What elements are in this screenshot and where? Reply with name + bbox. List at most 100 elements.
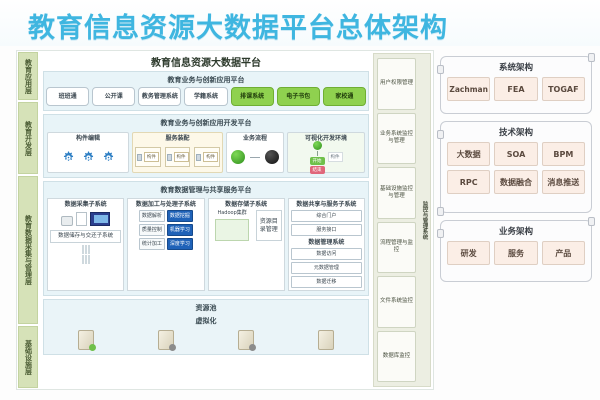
- arch-item-fea[interactable]: FEA: [494, 77, 538, 101]
- monitor-item-business-system[interactable]: 业务系统监控与管理: [377, 112, 416, 164]
- app-chip[interactable]: 学籍系统: [184, 87, 228, 106]
- data-subsystem-row: 数据采集子系统 数据储存与交还子系统: [46, 197, 366, 292]
- panel-business-flow[interactable]: 业务流程: [226, 132, 284, 173]
- app-chip[interactable]: 教务管理系统: [138, 87, 182, 106]
- arch-item-product[interactable]: 产品: [541, 241, 585, 265]
- assembly-unit-label: 构件: [143, 152, 159, 162]
- assembly-unit: 构件: [135, 147, 161, 167]
- card-system-architecture[interactable]: 系统架构 Zachman FEA TOGAF: [437, 53, 595, 114]
- arch-item-togaf[interactable]: TOGAF: [541, 77, 585, 101]
- flow-connector-icon: [250, 156, 260, 158]
- arch-item-zachman[interactable]: Zachman: [447, 77, 491, 101]
- arch-item-message-push[interactable]: 消息推送: [541, 170, 585, 194]
- arch-item-bigdata[interactable]: 大数据: [447, 142, 491, 166]
- clip-icon: [437, 65, 444, 74]
- app-chip[interactable]: 班班通: [46, 87, 90, 106]
- subsystem-title: 数据存储子系统: [225, 201, 268, 208]
- subsystem-storage[interactable]: 数据存储子系统 Hadoop集群 资源目录管理: [207, 198, 285, 291]
- panel-service-assembly[interactable]: 服务装配 构件 构件 构件: [132, 132, 223, 173]
- panel-title: 构件编辑: [75, 135, 100, 142]
- page-title: 教育信息资源大数据平台总体架构: [28, 13, 448, 44]
- clip-icon: [437, 229, 444, 238]
- manage-item: 元数据管理: [290, 262, 362, 274]
- virtualization-label: 虚拟化: [195, 317, 217, 325]
- visual-env-graphic: 开始 结束 构件: [290, 140, 362, 174]
- app-chip[interactable]: 电子书包: [276, 87, 320, 106]
- monitor-item-infrastructure[interactable]: 基础设施监控与管理: [377, 167, 416, 219]
- title-bar: 教育信息资源大数据平台总体架构: [0, 0, 600, 46]
- storage-side-label: 资源目录管理: [255, 210, 282, 241]
- layer-application: 教育应用层: [18, 52, 38, 100]
- server-icon: [238, 330, 256, 351]
- monitor-item-list: 用户权限管理 业务系统监控与管理 基础设施监控与管理 流程管理与监控 文件系统监…: [374, 54, 419, 386]
- visual-env-note: 构件: [327, 152, 343, 162]
- monitor-column: 用户权限管理 业务系统监控与管理 基础设施监控与管理 流程管理与监控 文件系统监…: [373, 53, 431, 387]
- subsystem-title: 数据采集子系统: [64, 201, 107, 208]
- arch-item-data-fusion[interactable]: 数据融合: [494, 170, 538, 194]
- processing-steps: 数据解析 质量控制 统计加工: [138, 210, 165, 250]
- diagram-content: 教育信息资源大数据平台 教育业务与创新应用平台 班班通 公开课 教务管理系统 学…: [41, 51, 371, 389]
- app-chip[interactable]: 排课系统: [230, 87, 274, 106]
- development-band: 教育业务与创新应用开发平台 构件编辑 服务装配: [43, 114, 369, 178]
- card-technical-architecture[interactable]: 技术架构 大数据 SOA BPM RPC 数据融合 消息推送: [437, 121, 592, 216]
- grid-cell: [87, 255, 90, 264]
- share-item: 服务接口: [290, 224, 362, 236]
- algorithm-item: 数据挖掘: [166, 210, 193, 222]
- arch-item-soa[interactable]: SOA: [494, 142, 538, 166]
- arch-item-bpm[interactable]: BPM: [541, 142, 585, 166]
- connector-icon: [166, 153, 172, 161]
- application-band: 教育业务与创新应用平台 班班通 公开课 教务管理系统 学籍系统 排课系统 电子书…: [43, 71, 369, 111]
- process-step: 统计加工: [138, 238, 165, 250]
- connector-icon: [136, 153, 142, 161]
- subsystem-title: 数据共享与服务子系统: [296, 201, 357, 208]
- arch-item-rnd[interactable]: 研发: [447, 241, 491, 265]
- algorithm-item: 深度学习: [166, 238, 193, 250]
- resource-pool-band: 资源池 虚拟化: [43, 299, 369, 355]
- app-chip[interactable]: 公开课: [92, 87, 136, 106]
- panel-visual-dev-env[interactable]: 可视化开发环境 开始 结束 构件: [287, 132, 365, 174]
- connector-icon: [196, 153, 202, 161]
- processing-body: 数据解析 质量控制 统计加工 数据挖掘 机器学习 深度学习: [130, 210, 201, 250]
- server-icon: [318, 330, 334, 350]
- card-title: 系统架构: [498, 63, 533, 73]
- monitor-item-file-system[interactable]: 文件系统监控: [377, 276, 416, 328]
- monitor-item-process[interactable]: 流程管理与监控: [377, 221, 416, 273]
- subsystem-sharing[interactable]: 数据共享与服务子系统 综合门户 服务接口 数据管理系统 数据访问 元数据管理 数…: [287, 198, 365, 291]
- clip-icon: [437, 207, 444, 216]
- clip-icon: [588, 217, 595, 226]
- database-icon: [215, 219, 250, 241]
- server-icon: [78, 330, 96, 351]
- monitor-item-user-permission[interactable]: 用户权限管理: [377, 58, 416, 110]
- panel-component-editor[interactable]: 构件编辑: [47, 132, 129, 173]
- grid-cell: [81, 245, 84, 254]
- algorithm-item: 机器学习: [166, 224, 193, 236]
- subsystem-title: 数据加工与处理子系统: [135, 201, 196, 208]
- main-diagram: 教育应用层 教育开发层 教育数据采集与管理层 基础设施层 教育信息资源大数据平台…: [16, 50, 434, 390]
- process-step: 数据解析: [138, 210, 165, 222]
- app-chip[interactable]: 家校通: [322, 87, 366, 106]
- card-item-grid: 研发 服务 产品: [447, 241, 585, 265]
- assembly-unit-label: 构件: [203, 152, 219, 162]
- server-row: [46, 328, 366, 351]
- card-business-architecture[interactable]: 业务架构 研发 服务 产品: [437, 217, 595, 282]
- grid-cell: [81, 255, 84, 264]
- process-step: 质量控制: [138, 224, 165, 236]
- arch-item-service[interactable]: 服务: [494, 241, 538, 265]
- subsystem-collection[interactable]: 数据采集子系统 数据储存与交还子系统: [47, 198, 125, 291]
- arch-item-rpc[interactable]: RPC: [447, 170, 491, 194]
- gear-icon: [102, 151, 115, 164]
- application-chip-row: 班班通 公开课 教务管理系统 学籍系统 排课系统 电子书包 家校通: [46, 87, 366, 108]
- subsystem-processing[interactable]: 数据加工与处理子系统 数据解析 质量控制 统计加工 数据挖掘 机器学习 深度学习: [127, 198, 205, 291]
- card-item-grid: Zachman FEA TOGAF: [447, 77, 585, 101]
- flow-graphic: [231, 144, 279, 170]
- card-title: 业务架构: [498, 227, 533, 237]
- share-item: 综合门户: [290, 210, 362, 222]
- manage-item: 数据迁移: [290, 276, 362, 288]
- monitor-item-database[interactable]: 数据库监控: [377, 330, 416, 382]
- clip-icon: [437, 130, 444, 139]
- end-tag: 结束: [309, 165, 325, 174]
- layer-strip: 教育应用层 教育开发层 教育数据采集与管理层 基础设施层: [17, 51, 39, 389]
- collection-child-title: 数据储存与交还子系统: [50, 230, 122, 243]
- stem-icon: [316, 150, 318, 156]
